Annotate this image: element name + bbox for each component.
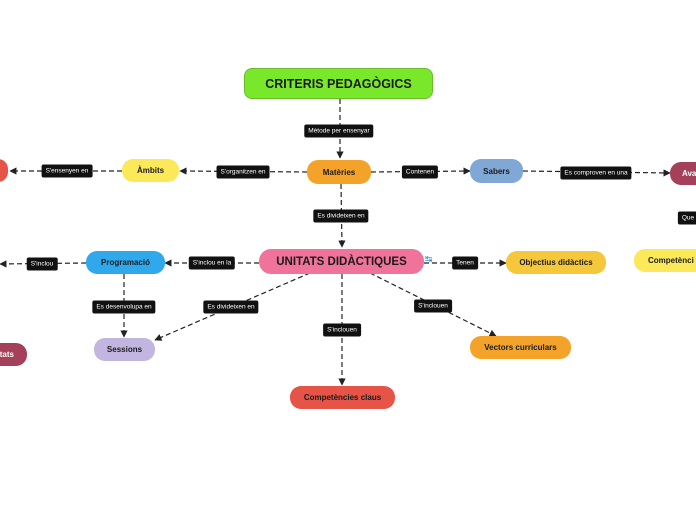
- node-programacio[interactable]: Programació: [86, 251, 165, 274]
- node-unitats-didactiques[interactable]: UNITATS DIDÀCTIQUES: [259, 249, 424, 274]
- edge-label-divideixen-1[interactable]: Es divideixen en: [313, 209, 369, 223]
- edge-label-ensenyen[interactable]: S'ensenyen en: [41, 164, 93, 178]
- node-left-red[interactable]: [0, 159, 8, 182]
- node-ambits[interactable]: Àmbits: [122, 159, 179, 182]
- edge-label-metode[interactable]: Mètode per ensenyar: [304, 124, 374, 138]
- edge-label-contenen[interactable]: Contenen: [401, 165, 439, 179]
- edge-label-que[interactable]: Que: [677, 211, 696, 225]
- edge-label-organitzen[interactable]: S'organitzen en: [216, 165, 270, 179]
- node-tats[interactable]: tats: [0, 343, 27, 366]
- node-sabers[interactable]: Sabers: [470, 159, 523, 183]
- edge-materies-ambits: [179, 167, 308, 175]
- node-objectius-didactics[interactable]: Objectius didàctics: [506, 251, 606, 274]
- edge-label-desenvolupa[interactable]: Es desenvolupa en: [92, 300, 156, 314]
- node-materies[interactable]: Matèries: [307, 160, 371, 184]
- unitats-marker-icon: ↹: [425, 254, 433, 264]
- edge-label-inclouen-right[interactable]: S'inclouen: [414, 299, 452, 313]
- node-vectors-curriculars[interactable]: Vectors curriculars: [470, 336, 571, 359]
- edge-label-inclou-en-la[interactable]: S'inclou en la: [188, 256, 236, 270]
- edge-label-comproven[interactable]: Es comproven en una: [560, 166, 632, 180]
- node-avaluacio[interactable]: Ava: [670, 162, 696, 185]
- node-sessions[interactable]: Sessions: [94, 338, 155, 361]
- node-competencies-claus[interactable]: Competències claus: [290, 386, 395, 409]
- edge-label-inclouen-mid[interactable]: S'inclouen: [323, 323, 361, 337]
- edge-materies-unitats: [338, 183, 346, 248]
- node-competencies-right[interactable]: Competènci: [634, 249, 696, 272]
- edge-label-tenen[interactable]: Tenen: [452, 256, 478, 270]
- node-criteris-pedagogics[interactable]: CRITERIS PEDAGÒGICS: [244, 68, 433, 99]
- edge-label-inclou[interactable]: S'inclou: [26, 257, 58, 271]
- edge-label-divideixen-2[interactable]: Es divideixen en: [203, 300, 259, 314]
